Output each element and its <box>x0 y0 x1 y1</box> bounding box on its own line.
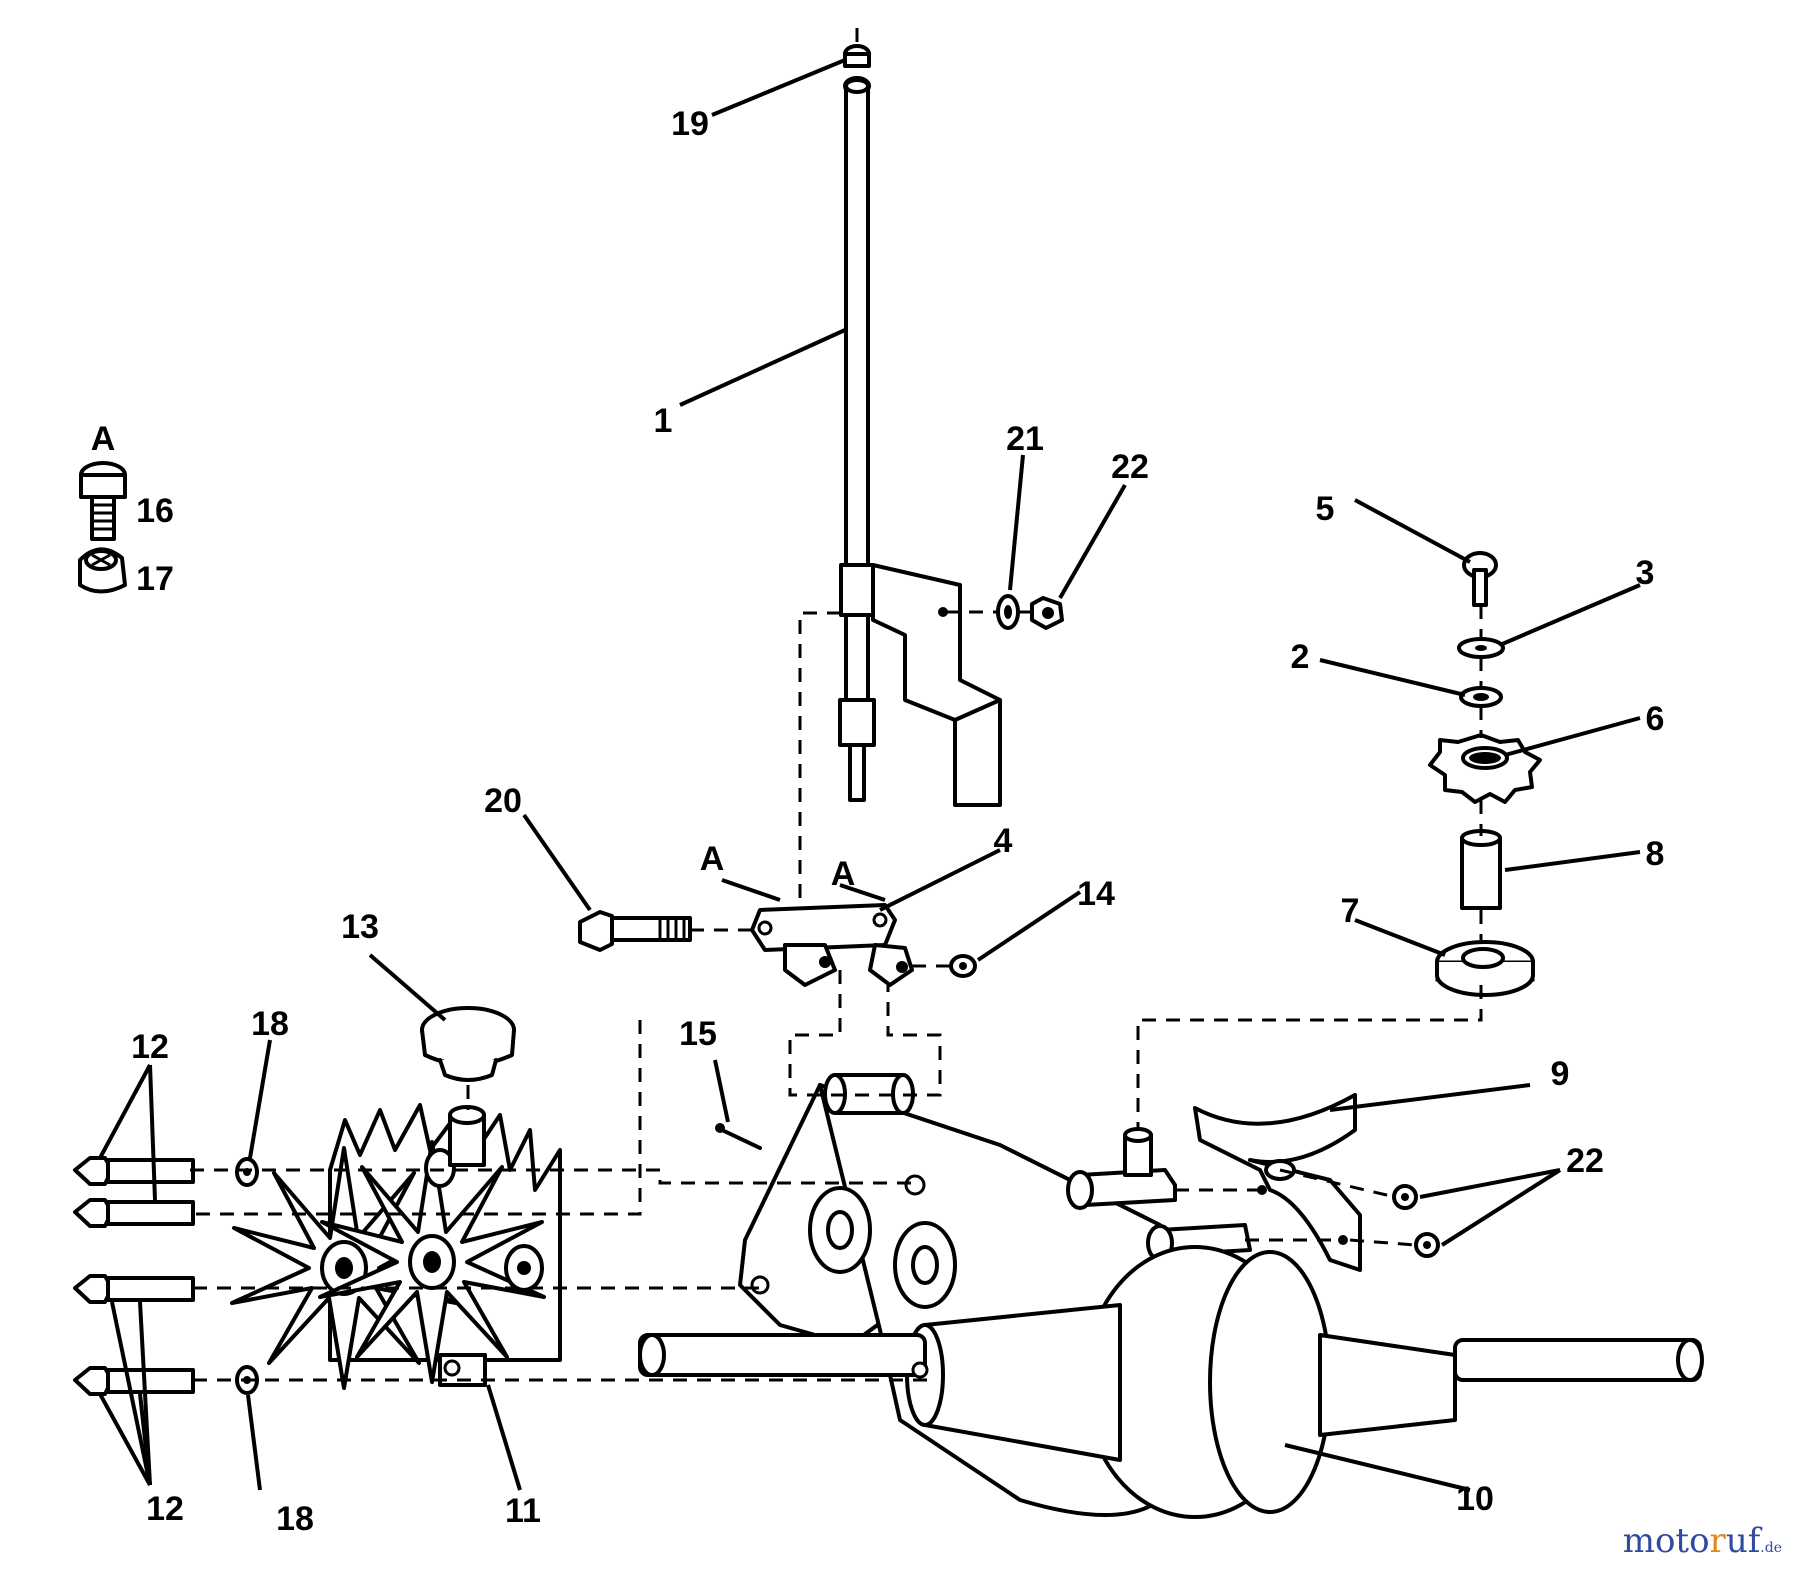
leader-lines <box>98 58 1641 1492</box>
part-numbers: 19 1 21 22 5 3 2 6 8 7 9 22 10 20 4 14 1… <box>91 105 1665 1538</box>
callout-a-right: A <box>831 855 856 893</box>
label-11: 11 <box>505 1492 541 1530</box>
lever-cap <box>843 44 871 68</box>
label-12-bottom: 12 <box>146 1490 184 1528</box>
housing-washer-1 <box>235 1157 259 1187</box>
lock-washer <box>1459 686 1503 708</box>
key-detail-nut <box>78 547 127 594</box>
case-pin <box>715 1123 762 1150</box>
label-17: 17 <box>136 560 174 598</box>
housing-bolt-3 <box>73 1274 195 1304</box>
gear-cluster <box>230 1103 562 1390</box>
label-9: 9 <box>1551 1055 1570 1093</box>
label-12-top: 12 <box>131 1028 169 1066</box>
key-detail-bolt <box>79 461 127 541</box>
input-pulley <box>1435 940 1535 997</box>
label-2: 2 <box>1291 638 1310 676</box>
label-6: 6 <box>1646 700 1665 738</box>
shift-bolt <box>578 910 692 952</box>
label-22-bottom: 22 <box>1566 1142 1604 1180</box>
cooling-fan <box>1428 733 1542 804</box>
watermark-logo: motoruf.de <box>1622 1521 1782 1561</box>
pulley-spacer <box>1460 829 1502 910</box>
shift-lever <box>838 76 1002 807</box>
label-22-top: 22 <box>1111 448 1149 486</box>
callout-a-left: A <box>700 840 725 878</box>
label-4: 4 <box>994 822 1013 860</box>
label-3: 3 <box>1636 554 1655 592</box>
label-10: 10 <box>1456 1480 1494 1518</box>
guide-nut-1 <box>1392 1184 1418 1210</box>
shift-bracket <box>750 903 914 987</box>
lever-nut <box>1030 596 1064 630</box>
label-13: 13 <box>341 908 379 946</box>
label-7: 7 <box>1341 892 1360 930</box>
label-16: 16 <box>136 492 174 530</box>
label-1: 1 <box>654 402 673 440</box>
label-8: 8 <box>1646 835 1665 873</box>
label-5: 5 <box>1316 490 1335 528</box>
label-15: 15 <box>679 1015 717 1053</box>
label-18-bottom: 18 <box>276 1500 314 1538</box>
guide-nut-2 <box>1414 1232 1440 1258</box>
shift-nut <box>949 954 977 978</box>
lever-washer <box>996 594 1020 630</box>
housing-bolt-2 <box>73 1198 195 1228</box>
label-21: 21 <box>1006 420 1044 458</box>
pulley-bolt <box>1462 551 1498 607</box>
flat-washer <box>1457 637 1505 659</box>
assembly-lines <box>190 28 1483 1382</box>
housing-bolt-4 <box>73 1366 195 1396</box>
label-20: 20 <box>484 782 522 820</box>
transaxle-case <box>638 1073 1704 1519</box>
oil-cap <box>420 1006 516 1082</box>
label-14: 14 <box>1077 875 1115 913</box>
label-19: 19 <box>671 105 709 143</box>
housing-bolt-1 <box>73 1156 195 1186</box>
key-label-a: A <box>91 420 116 458</box>
label-18-top: 18 <box>251 1005 289 1043</box>
